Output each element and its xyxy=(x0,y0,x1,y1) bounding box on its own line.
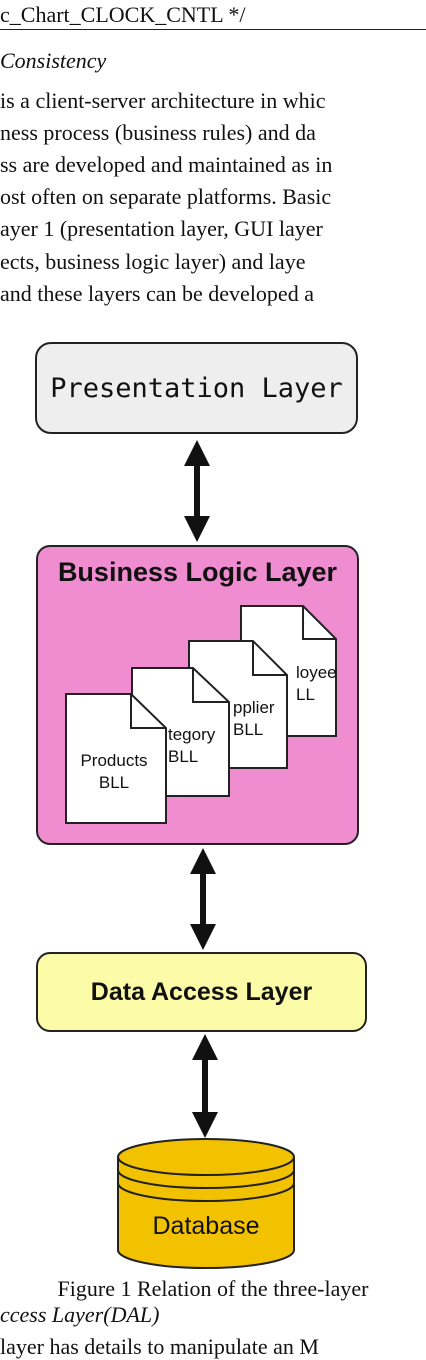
paragraph-line: ayer 1 (presentation layer, GUI layer xyxy=(0,216,323,241)
document-icon xyxy=(65,693,167,824)
figure-caption: Figure 1 Relation of the three-layer xyxy=(57,1276,369,1301)
paragraph-line: layer has details to manipulate an M xyxy=(0,1334,319,1359)
doc-label-category: tegory BLL xyxy=(168,725,216,766)
header-rule xyxy=(0,29,426,30)
arrow-presentation-bll xyxy=(184,440,210,542)
paragraph-line: and these layers can be developed a xyxy=(0,281,314,306)
doc-label-employee: loyee LL xyxy=(296,663,337,704)
paragraph-line: ness process (business rules) and da xyxy=(0,120,316,145)
header-line: c_Chart_CLOCK_CNTL */ xyxy=(0,2,246,27)
paragraph-line: is a client-server architecture in whic xyxy=(0,88,326,113)
business-logic-layer-label: Business Logic Layer xyxy=(57,557,338,587)
presentation-layer-label: Presentation Layer xyxy=(50,372,343,404)
presentation-layer-box: Presentation Layer xyxy=(35,342,358,434)
arrow-bll-dal xyxy=(190,848,216,950)
doc-label-products: Products BLL xyxy=(80,751,148,792)
arrow-dal-database xyxy=(192,1034,218,1138)
doc-label-supplier: pplier BLL xyxy=(233,698,275,739)
data-access-layer-label: Data Access Layer xyxy=(90,977,313,1006)
subsection-title: ccess Layer(DAL) xyxy=(0,1302,160,1327)
data-access-layer-box: Data Access Layer xyxy=(36,952,367,1032)
database-label: Database xyxy=(152,1212,260,1240)
paragraph-line: ss are developed and maintained as in xyxy=(0,152,333,177)
paragraph-line: ost often on separate platforms. Basic xyxy=(0,184,332,209)
paragraph-line: ects, business logic layer) and laye xyxy=(0,249,306,274)
section-title: Consistency xyxy=(0,48,107,73)
